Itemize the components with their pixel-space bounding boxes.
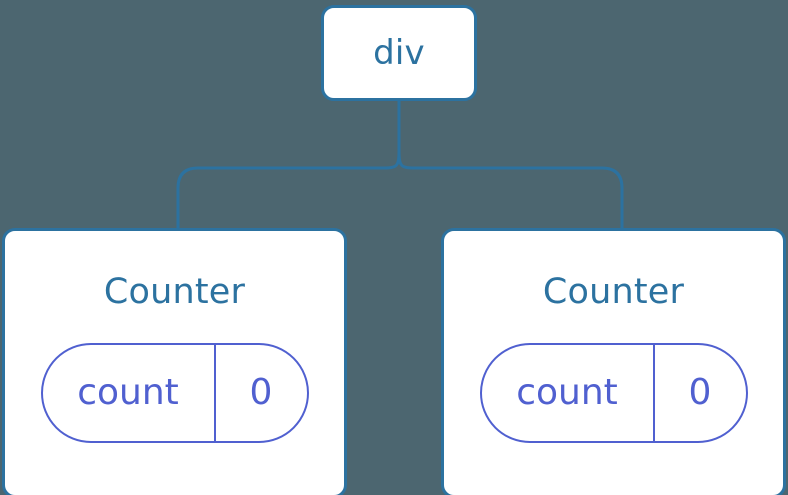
node-counter-left-label: Counter <box>103 272 246 312</box>
node-counter-right[interactable]: Counter count 0 <box>441 228 786 495</box>
state-key-right: count <box>482 345 655 441</box>
connector-branch-right <box>397 149 624 228</box>
node-counter-left[interactable]: Counter count 0 <box>2 228 347 495</box>
state-pill-left[interactable]: count 0 <box>40 343 309 443</box>
node-div-label: div <box>373 33 425 73</box>
node-counter-right-label: Counter <box>542 272 685 312</box>
state-value-left: 0 <box>249 372 273 413</box>
state-pill-right[interactable]: count 0 <box>479 343 748 443</box>
state-value-right: 0 <box>688 372 712 413</box>
state-key-left: count <box>43 345 216 441</box>
connector-branch-left <box>176 149 401 228</box>
node-div[interactable]: div <box>321 5 477 101</box>
